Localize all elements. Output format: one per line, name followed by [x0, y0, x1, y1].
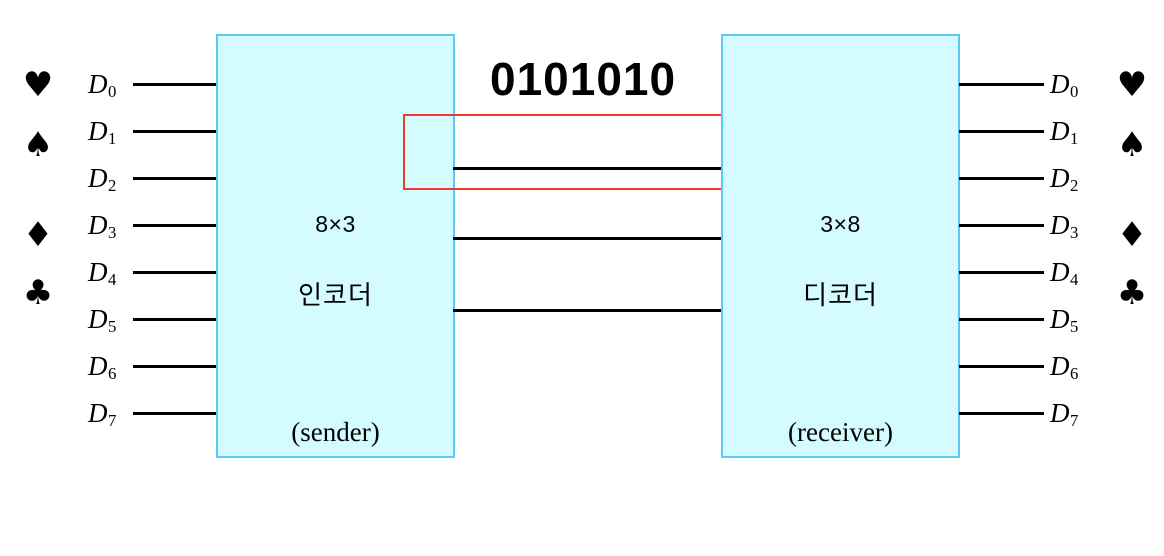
- receiver-block[interactable]: [721, 34, 960, 458]
- output-label-0-text: D: [1050, 69, 1070, 99]
- output-label-5-text: D: [1050, 304, 1070, 334]
- receiver-role-label: (receiver): [788, 417, 893, 447]
- output-wire-2: [959, 177, 1044, 180]
- output-label-7-sub: 7: [1070, 411, 1079, 431]
- left-spade-icon: ♠: [22, 125, 54, 165]
- sender-title-line2: 인코더: [298, 279, 373, 310]
- bus-wire-2: [453, 309, 724, 312]
- bus-wire-0: [453, 167, 724, 170]
- input-label-2-text: D: [88, 163, 108, 193]
- output-label-5-sub: 5: [1070, 317, 1079, 337]
- input-label-1: D1: [88, 118, 116, 148]
- input-label-7-sub: 7: [108, 411, 117, 431]
- output-wire-3: [959, 224, 1044, 227]
- input-wire-2: [133, 177, 218, 180]
- input-label-0: D0: [88, 71, 116, 101]
- output-wire-1: [959, 130, 1044, 133]
- bitstream-label: 0101010: [490, 53, 677, 105]
- output-label-3-sub: 3: [1070, 223, 1079, 243]
- left-heart-icon: ♥: [22, 65, 54, 105]
- output-label-7: D7: [1050, 400, 1078, 430]
- output-label-6-text: D: [1050, 351, 1070, 381]
- sender-role-label: (sender): [291, 417, 380, 447]
- output-label-6: D6: [1050, 353, 1078, 383]
- output-wire-4: [959, 271, 1044, 274]
- input-label-4: D4: [88, 259, 116, 289]
- output-label-4: D4: [1050, 259, 1078, 289]
- right-heart-icon: ♥: [1116, 65, 1148, 105]
- output-label-7-text: D: [1050, 398, 1070, 428]
- input-wire-0: [133, 83, 218, 86]
- input-label-2: D2: [88, 165, 116, 195]
- input-label-5-text: D: [88, 304, 108, 334]
- input-wire-6: [133, 365, 218, 368]
- right-club-icon: ♣: [1116, 273, 1148, 313]
- receiver-title: 3×8 디코더: [721, 170, 960, 351]
- input-wire-1: [133, 130, 218, 133]
- input-label-6: D6: [88, 353, 116, 383]
- output-label-2-sub: 2: [1070, 176, 1079, 196]
- output-wire-7: [959, 412, 1044, 415]
- bus-wire-1: [453, 237, 724, 240]
- input-label-3: D3: [88, 212, 116, 242]
- output-label-1-text: D: [1050, 116, 1070, 146]
- input-label-3-sub: 3: [108, 223, 117, 243]
- input-label-7: D7: [88, 400, 116, 430]
- output-wire-0: [959, 83, 1044, 86]
- output-label-4-text: D: [1050, 257, 1070, 287]
- left-diamond-icon: ♦: [22, 215, 54, 255]
- output-label-1-sub: 1: [1070, 129, 1079, 149]
- sender-title-line1: 8×3: [315, 211, 356, 237]
- output-label-4-sub: 4: [1070, 270, 1079, 290]
- output-label-3: D3: [1050, 212, 1078, 242]
- input-wire-5: [133, 318, 218, 321]
- output-label-3-text: D: [1050, 210, 1070, 240]
- receiver-title-line1: 3×8: [820, 211, 861, 237]
- right-spade-icon: ♠: [1116, 125, 1148, 165]
- input-label-0-sub: 0: [108, 82, 117, 102]
- input-label-1-sub: 1: [108, 129, 117, 149]
- input-wire-4: [133, 271, 218, 274]
- sender-title: 8×3 인코더: [216, 170, 455, 351]
- input-label-2-sub: 2: [108, 176, 117, 196]
- input-label-0-text: D: [88, 69, 108, 99]
- input-label-6-sub: 6: [108, 364, 117, 384]
- output-label-5: D5: [1050, 306, 1078, 336]
- output-label-1: D1: [1050, 118, 1078, 148]
- output-label-0: D0: [1050, 71, 1078, 101]
- input-label-1-text: D: [88, 116, 108, 146]
- output-wire-5: [959, 318, 1044, 321]
- receiver-title-line2: 디코더: [803, 279, 878, 310]
- output-wire-6: [959, 365, 1044, 368]
- input-label-5: D5: [88, 306, 116, 336]
- input-label-7-text: D: [88, 398, 108, 428]
- input-label-6-text: D: [88, 351, 108, 381]
- output-label-0-sub: 0: [1070, 82, 1079, 102]
- input-wire-7: [133, 412, 218, 415]
- input-label-5-sub: 5: [108, 317, 117, 337]
- output-label-2-text: D: [1050, 163, 1070, 193]
- input-label-3-text: D: [88, 210, 108, 240]
- input-label-4-text: D: [88, 257, 108, 287]
- output-label-2: D2: [1050, 165, 1078, 195]
- right-diamond-icon: ♦: [1116, 215, 1148, 255]
- input-label-4-sub: 4: [108, 270, 117, 290]
- input-wire-3: [133, 224, 218, 227]
- left-club-icon: ♣: [22, 273, 54, 313]
- sender-block[interactable]: [216, 34, 455, 458]
- output-label-6-sub: 6: [1070, 364, 1079, 384]
- highlight-rectangle: [403, 114, 766, 190]
